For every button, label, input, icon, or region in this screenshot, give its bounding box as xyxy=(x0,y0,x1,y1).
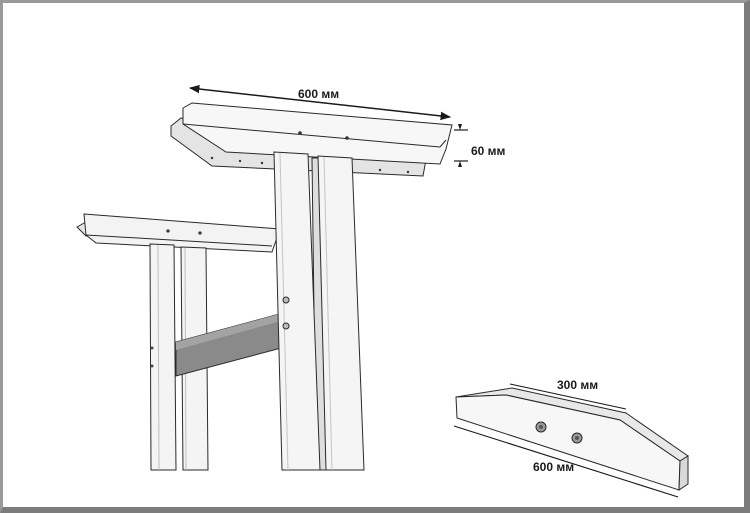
label-top-length: 600 мм xyxy=(298,87,339,101)
label-detail-bottom: 600 мм xyxy=(533,460,574,474)
dimension-top-length: 600 мм xyxy=(188,84,452,121)
label-detail-top: 300 мм xyxy=(557,378,598,392)
detail-part xyxy=(455,387,689,491)
detail-part-front xyxy=(455,394,681,491)
dimension-top-height: 60 мм xyxy=(454,124,506,167)
dimension-detail-top: 300 мм xyxy=(509,378,627,410)
rear-leg-left xyxy=(149,243,177,471)
front-frame xyxy=(170,102,453,471)
label-top-height: 60 мм xyxy=(471,144,506,158)
dimension-detail-bottom: 600 мм xyxy=(453,425,679,498)
rear-top-rail xyxy=(83,213,281,253)
